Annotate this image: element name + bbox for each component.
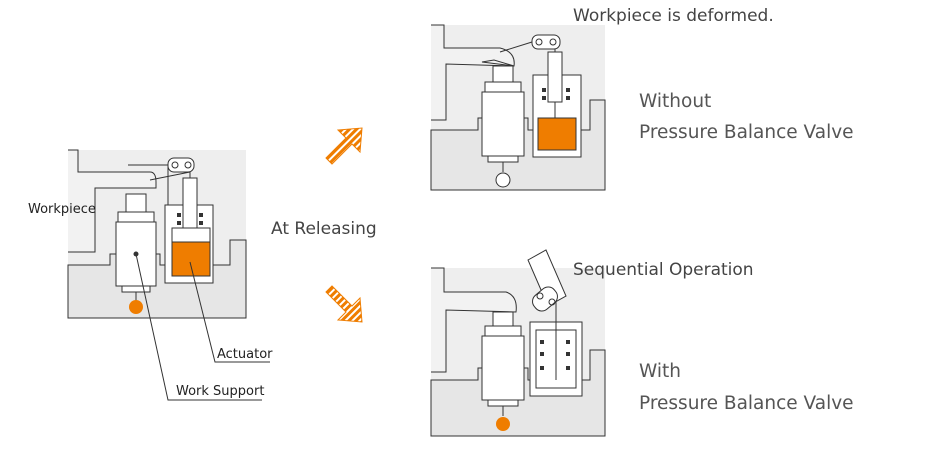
arrow-up-right-icon	[325, 127, 363, 165]
with-line1: With	[639, 361, 682, 382]
sequential-caption: Sequential Operation	[573, 260, 754, 280]
at-releasing-label: At Releasing	[271, 219, 377, 239]
deformed-caption: Workpiece is deformed.	[573, 6, 774, 26]
top-diagram	[430, 24, 606, 191]
work-support-label: Work Support	[176, 384, 265, 399]
arrow-down-right-icon	[325, 285, 363, 323]
left-diagram	[67, 149, 270, 401]
bottom-diagram	[430, 249, 606, 437]
with-line2: Pressure Balance Valve	[639, 393, 854, 414]
without-line2: Pressure Balance Valve	[639, 122, 854, 143]
workpiece-label: Workpiece	[28, 202, 96, 217]
without-line1: Without	[639, 91, 712, 112]
actuator-label: Actuator	[217, 347, 273, 362]
